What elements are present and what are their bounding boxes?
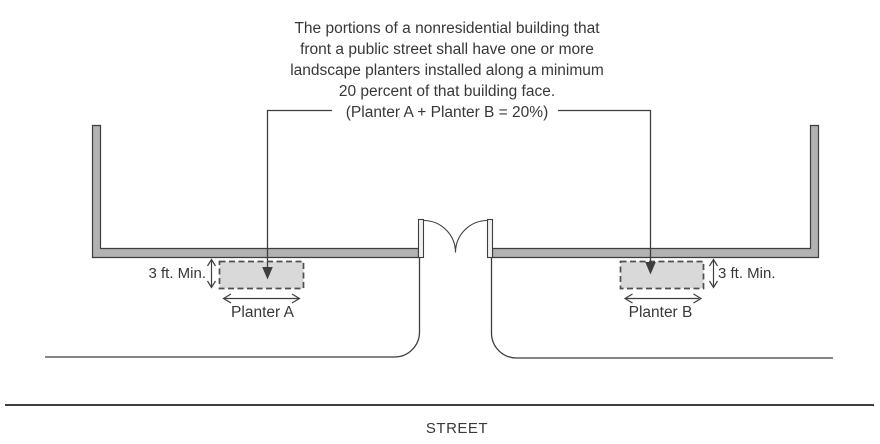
- curb-left: [45, 257, 421, 358]
- note-line: (Planter A + Planter B = 20%): [345, 104, 549, 121]
- leader-to-planter-b: [558, 109, 656, 275]
- min-depth-label-right: 3 ft. Min.: [718, 265, 776, 282]
- door-swing-right-icon: [454, 219, 488, 253]
- door-jamb-left: [417, 218, 425, 259]
- door-swing-left-icon: [423, 219, 457, 253]
- width-arrow-planter-b-icon: [623, 293, 703, 304]
- min-depth-label-left: 3 ft. Min.: [148, 265, 206, 282]
- planter-a-label: Planter A: [231, 304, 294, 321]
- building-outline: [91, 124, 820, 259]
- note-line: landscape planters installed along a min…: [290, 62, 604, 79]
- building-right-wing: [491, 124, 820, 259]
- planter-b-box: [619, 260, 705, 290]
- building-left-wing: [91, 124, 420, 259]
- entrance-doors: [417, 218, 494, 259]
- note-line: front a public street shall have one or …: [300, 41, 594, 58]
- down-arrowhead-b-icon: [645, 262, 656, 275]
- door-jamb-right: [486, 218, 494, 259]
- planter-b-label: Planter B: [628, 304, 693, 321]
- leader-line-b: [558, 109, 652, 263]
- note-line: 20 percent of that building face.: [338, 83, 556, 100]
- planter-a-box: [218, 260, 305, 290]
- leader-line-a: [266, 109, 332, 268]
- down-arrowhead-a-icon: [262, 267, 273, 280]
- street-label: STREET: [425, 420, 489, 437]
- leader-to-planter-a: [262, 109, 332, 280]
- curb-right: [490, 257, 833, 359]
- regulation-note: The portions of a nonresidential buildin…: [247, 18, 647, 123]
- dimension-arrow-right-icon: [708, 258, 719, 289]
- note-line: The portions of a nonresidential buildin…: [294, 20, 600, 37]
- width-arrow-planter-a-icon: [222, 293, 301, 304]
- walkway-curb: [45, 257, 833, 359]
- dimension-arrow-left-icon: [206, 258, 217, 289]
